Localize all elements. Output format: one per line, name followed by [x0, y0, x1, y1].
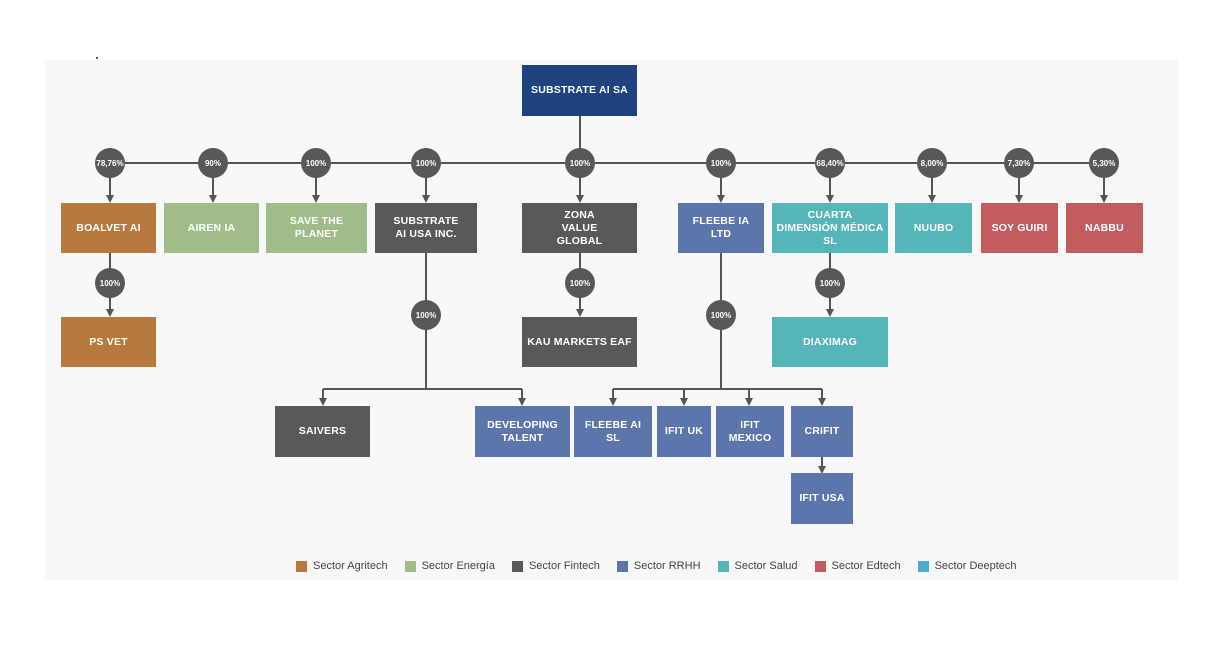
- pct-nuubo: 8,00%: [917, 148, 947, 178]
- node-fleebe-ai-sl: FLEEBE AI SL: [574, 406, 652, 457]
- legend-label: Sector RRHH: [633, 560, 701, 572]
- node-substrate-ai-sa: SUBSTRATE AI SA: [522, 65, 637, 116]
- node-diaximag: DIAXIMAG: [772, 317, 888, 367]
- pct-kau: 100%: [565, 268, 595, 298]
- node-developing-talent: DEVELOPING TALENT: [475, 406, 570, 457]
- pct-airen: 90%: [198, 148, 228, 178]
- pct-save-planet: 100%: [301, 148, 331, 178]
- pct-substrate-usa: 100%: [411, 148, 441, 178]
- node-substrate-ai-usa: SUBSTRATE AI USA INC.: [375, 203, 477, 253]
- legend-swatch: [616, 560, 628, 572]
- pct-fleebe-ltd-children: 100%: [706, 300, 736, 330]
- sector-legend: Sector Agritech Sector Energía Sector Fi…: [296, 560, 1034, 572]
- pct-ps-vet: 100%: [95, 268, 125, 298]
- legend-swatch: [404, 560, 416, 572]
- node-ps-vet: PS VET: [61, 317, 156, 367]
- node-crifit: CRIFIT: [791, 406, 853, 457]
- legend-label: Sector Salud: [734, 560, 798, 572]
- legend-item-rrhh: Sector RRHH: [616, 560, 701, 572]
- node-soy-guiri: SOY GUIRI: [981, 203, 1058, 253]
- legend-label: Sector Energía: [421, 560, 495, 572]
- legend-item-fintech: Sector Fintech: [511, 560, 600, 572]
- legend-swatch: [917, 560, 929, 572]
- node-ifit-mexico: IFIT MEXICO: [716, 406, 784, 457]
- legend-item-energia: Sector Energía: [404, 560, 495, 572]
- pct-zona-value: 100%: [565, 148, 595, 178]
- node-airen-ia: AIREN IA: [164, 203, 259, 253]
- legend-label: Sector Edtech: [831, 560, 901, 572]
- legend-swatch: [511, 560, 523, 572]
- legend-item-edtech: Sector Edtech: [814, 560, 901, 572]
- pct-cuarta: 68,40%: [815, 148, 845, 178]
- node-saivers: SAIVERS: [275, 406, 370, 457]
- node-save-the-planet: SAVE THE PLANET: [266, 203, 367, 253]
- legend-swatch: [296, 560, 307, 572]
- pct-soy-guiri: 7,30%: [1004, 148, 1034, 178]
- legend-label: Sector Agritech: [313, 560, 388, 572]
- node-ifit-usa: IFIT USA: [791, 473, 853, 524]
- legend-label: Sector Fintech: [528, 560, 600, 572]
- pct-boalvet: 78,76%: [95, 148, 125, 178]
- node-cuarta-dimension: CUARTA DIMENSIÓN MÉDICA SL: [772, 203, 888, 253]
- node-nabbu: NABBU: [1066, 203, 1143, 253]
- node-kau-markets-eaf: KAU MARKETS EAF: [522, 317, 637, 367]
- pct-substrate-usa-children: 100%: [411, 300, 441, 330]
- node-nuubo: NUUBO: [895, 203, 972, 253]
- node-zona-value-global: ZONA VALUE GLOBAL: [522, 203, 637, 253]
- legend-item-agritech: Sector Agritech: [296, 560, 388, 572]
- corner-mark: [96, 57, 98, 59]
- pct-fleebe-ltd: 100%: [706, 148, 736, 178]
- node-boalvet-ai: BOALVET AI: [61, 203, 156, 253]
- legend-item-deeptech: Sector Deeptech: [917, 560, 1017, 572]
- legend-item-salud: Sector Salud: [717, 560, 798, 572]
- pct-diaximag: 100%: [815, 268, 845, 298]
- legend-swatch: [814, 560, 826, 572]
- node-ifit-uk: IFIT UK: [657, 406, 711, 457]
- pct-nabbu: 5,30%: [1089, 148, 1119, 178]
- legend-label: Sector Deeptech: [934, 560, 1017, 572]
- legend-swatch: [717, 560, 729, 572]
- node-fleebe-ia-ltd: FLEEBE IA LTD: [678, 203, 764, 253]
